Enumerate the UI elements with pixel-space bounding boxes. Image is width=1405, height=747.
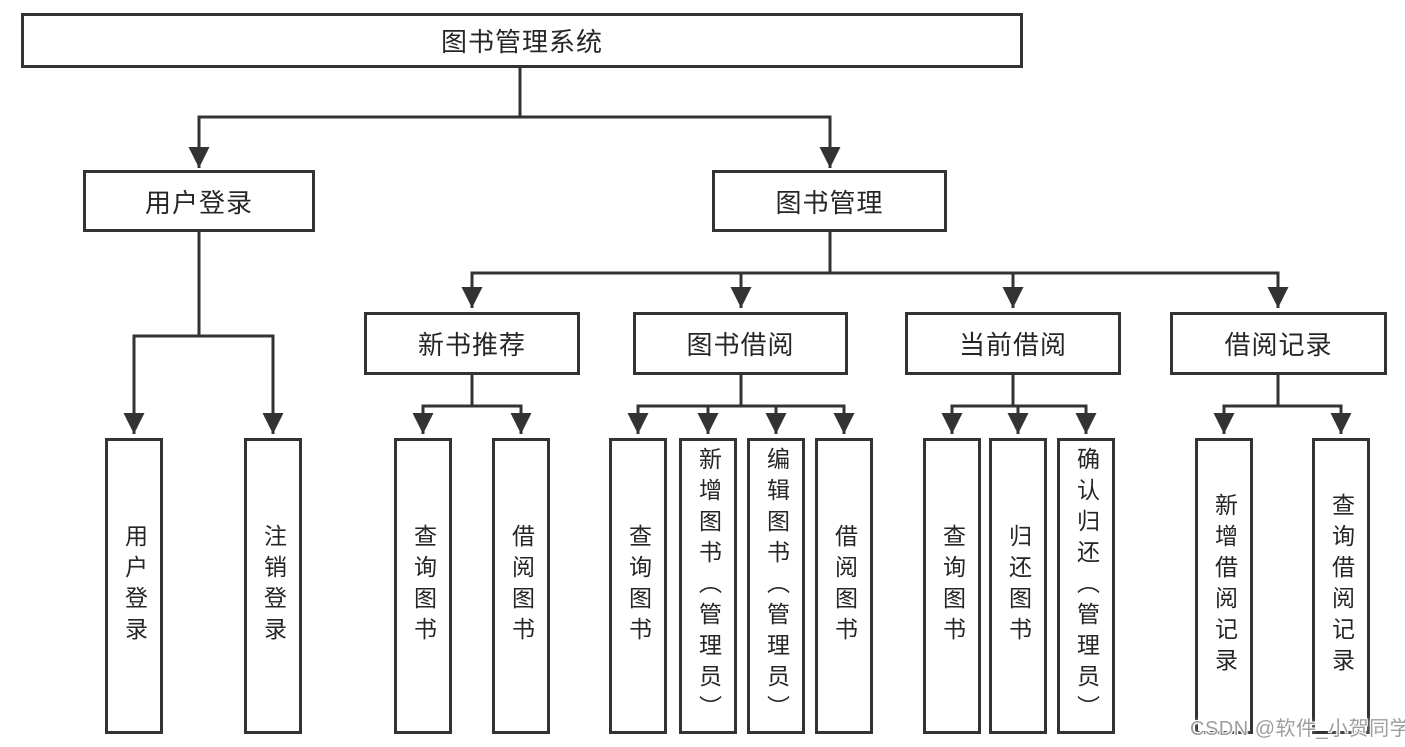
leaf-borrow-book: 借阅图书	[815, 438, 873, 734]
leaf-borrow-book-recommend: 借阅图书	[492, 438, 550, 734]
node-new-book-recommend: 新书推荐	[364, 312, 580, 375]
leaf-return-book: 归还图书	[989, 438, 1047, 734]
node-root: 图书管理系统	[21, 13, 1023, 68]
node-current-borrow: 当前借阅	[905, 312, 1121, 375]
leaf-edit-book-admin: 编辑图书（管理员）	[747, 438, 805, 734]
leaf-query-book-recommend: 查询图书	[394, 438, 452, 734]
leaf-add-book-admin: 新增图书（管理员）	[679, 438, 737, 734]
leaf-query-book-borrow: 查询图书	[609, 438, 667, 734]
node-book-management: 图书管理	[712, 170, 947, 232]
leaf-query-borrow-record: 查询借阅记录	[1312, 438, 1370, 734]
leaf-add-borrow-record: 新增借阅记录	[1195, 438, 1253, 734]
leaf-logout: 注销登录	[244, 438, 302, 734]
leaf-query-book-current: 查询图书	[923, 438, 981, 734]
watermark: CSDN @软件_小贺同学	[1190, 718, 1405, 740]
node-user-login: 用户登录	[83, 170, 315, 232]
node-book-borrow: 图书借阅	[633, 312, 848, 375]
leaf-confirm-return-admin: 确认归还（管理员）	[1057, 438, 1115, 734]
node-borrow-record: 借阅记录	[1170, 312, 1387, 375]
leaf-user-login: 用户登录	[105, 438, 163, 734]
